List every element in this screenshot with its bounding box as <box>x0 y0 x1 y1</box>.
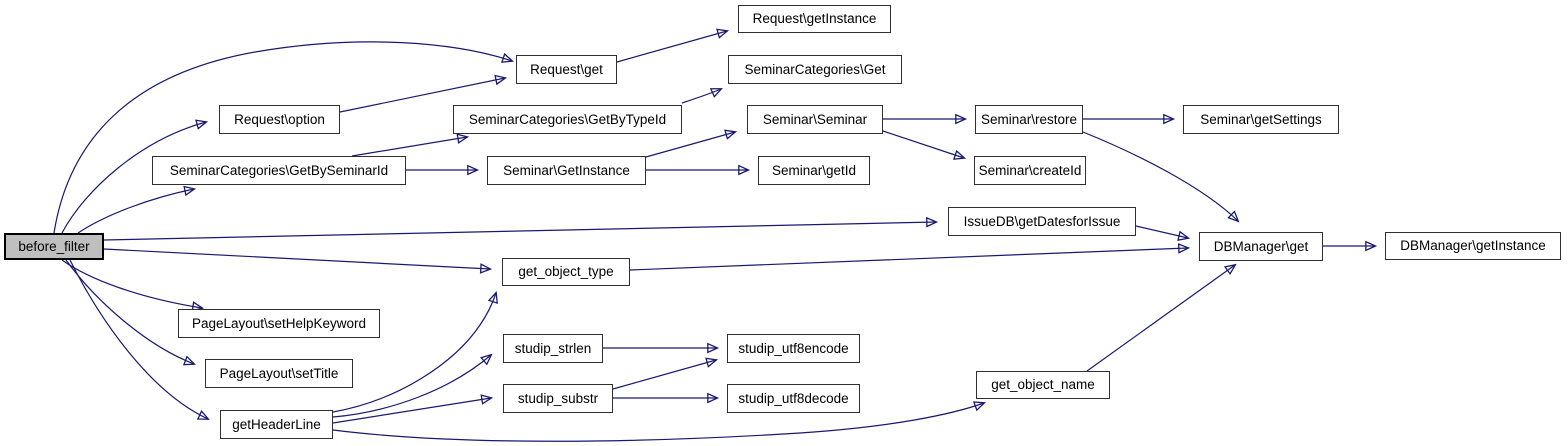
node-get-object-type[interactable]: get_object_type <box>502 258 630 286</box>
edge-request_option-request_get <box>339 74 508 113</box>
node-dbmanager-get[interactable]: DBManager\get <box>1199 232 1323 261</box>
edge-seminar_restore-dbmanager_get <box>1082 131 1240 223</box>
edge-getheaderline-get_object_name <box>332 401 987 442</box>
edge-getheaderline-get_object_type <box>332 290 498 413</box>
edge-before_filter-issuedb_getdatesforissue <box>103 216 939 241</box>
edge-before_filter-request_get <box>53 41 515 234</box>
edge-before_filter-semcat_getbyseminarid <box>77 185 197 234</box>
node-seminar-getinstance[interactable]: Seminar\GetInstance <box>487 156 646 185</box>
edge-semcat_getbytypeid-semcat_get <box>681 88 723 104</box>
edge-seminar_getinstance-seminar_seminar <box>645 129 738 158</box>
edge-before_filter-getheaderline <box>69 259 210 420</box>
node-before-filter: before_filter <box>4 233 104 260</box>
edge-before_filter-pagelayout_settitle <box>65 259 196 366</box>
edge-studip_substr-studip_utf8encode <box>612 357 719 390</box>
node-studip-substr[interactable]: studip_substr <box>503 384 613 413</box>
edge-getheaderline-studip_substr <box>332 394 494 424</box>
edge-get_object_type-dbmanager_get <box>629 243 1191 271</box>
node-pagelayout-settitle[interactable]: PageLayout\setTitle <box>205 359 353 388</box>
node-get-object-name[interactable]: get_object_name <box>976 371 1110 399</box>
node-seminar-getid[interactable]: Seminar\getId <box>758 156 870 185</box>
node-seminar-restore[interactable]: Seminar\restore <box>975 105 1083 134</box>
node-seminar-getsettings[interactable]: Seminar\getSettings <box>1183 105 1339 134</box>
edge-request_get-request_getinstance <box>616 28 730 63</box>
edge-before_filter-pagelayout_sethelpkeyword <box>61 259 205 312</box>
node-seminarcategories-getbytypeid[interactable]: SeminarCategories\GetByTypeId <box>453 105 682 134</box>
edge-before_filter-request_option <box>61 119 209 234</box>
node-seminarcategories-getbyseminarid[interactable]: SeminarCategories\GetBySeminarId <box>152 156 406 185</box>
edge-get_object_name-dbmanager_get <box>1086 263 1237 372</box>
node-request-get[interactable]: Request\get <box>516 55 617 84</box>
edge-semcat_getbyseminarid-semcat_getbytypeid <box>351 133 470 157</box>
edge-before_filter-get_object_type <box>103 248 493 274</box>
node-seminar-seminar[interactable]: Seminar\Seminar <box>747 105 883 134</box>
node-getheaderline[interactable]: getHeaderLine <box>220 410 333 439</box>
node-issuedb-getdatesforissue[interactable]: IssueDB\getDatesforIssue <box>948 207 1136 236</box>
node-studip-utf8decode[interactable]: studip_utf8decode <box>727 384 860 413</box>
edge-seminar_seminar-seminar_createid <box>882 130 967 160</box>
node-request-getinstance[interactable]: Request\getInstance <box>738 5 891 33</box>
node-pagelayout-sethelpkeyword[interactable]: PageLayout\setHelpKeyword <box>178 309 380 338</box>
edge-issuedb_getdatesforissue-dbmanager_get <box>1135 225 1191 241</box>
node-dbmanager-getinstance[interactable]: DBManager\getInstance <box>1385 232 1561 260</box>
node-studip-strlen[interactable]: studip_strlen <box>503 334 603 363</box>
edge-getheaderline-studip_strlen <box>332 353 493 418</box>
node-seminar-createid[interactable]: Seminar\createId <box>974 156 1086 185</box>
node-seminarcategories-get[interactable]: SeminarCategories\Get <box>728 55 902 84</box>
node-studip-utf8encode[interactable]: studip_utf8encode <box>727 334 860 363</box>
node-request-option[interactable]: Request\option <box>219 105 340 134</box>
